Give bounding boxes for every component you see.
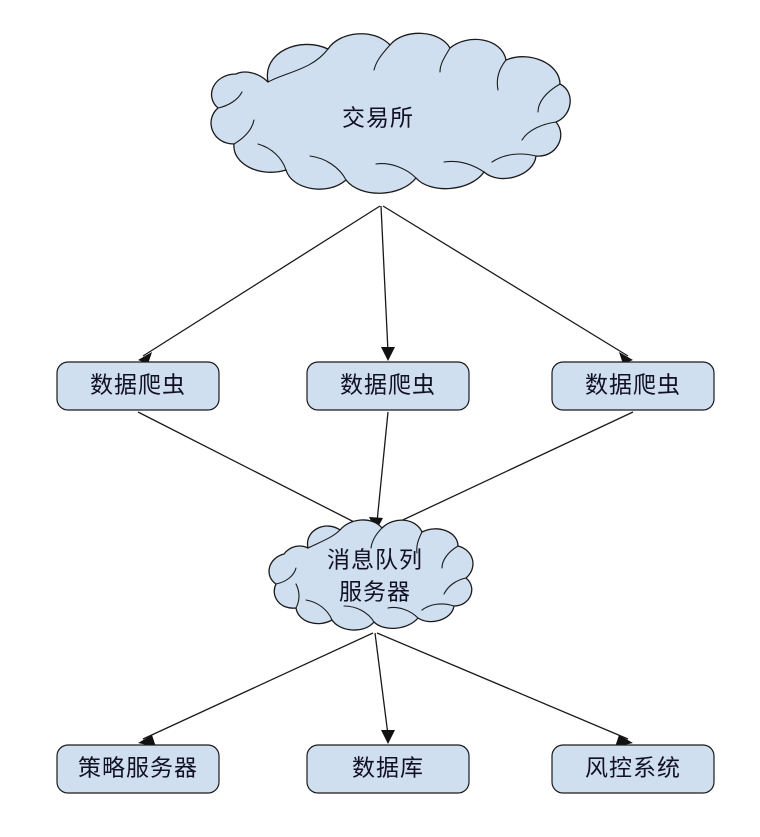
edge-crawler-right-to-mq (384, 411, 634, 535)
edge-crawler-center-to-mq (369, 411, 389, 531)
edge-mq-to-database (374, 632, 395, 744)
node-label-mq-server-line1: 消息队列 (327, 547, 423, 572)
edge-mq-to-strategy-server (138, 632, 374, 747)
node-label-crawler-left: 数据爬虫 (90, 372, 186, 397)
edge-exchange-to-crawler-center (380, 205, 395, 361)
node-crawler-left[interactable]: 数据爬虫 (56, 361, 220, 411)
edge-crawler-left-to-mq (137, 411, 368, 535)
node-label-crawler-center: 数据爬虫 (340, 372, 436, 397)
node-exchange[interactable]: 交易所 (210, 32, 571, 194)
edge-group (137, 205, 634, 747)
node-label-mq-server-line2: 服务器 (339, 579, 411, 604)
edge-exchange-to-crawler-left (138, 205, 381, 364)
node-strategy-server[interactable]: 策略服务器 (56, 744, 220, 794)
node-label-crawler-right: 数据爬虫 (585, 372, 681, 397)
node-risk-control[interactable]: 风控系统 (551, 744, 715, 794)
node-mq-server[interactable]: 消息队列 服务器 (268, 519, 474, 631)
node-label-database: 数据库 (352, 755, 424, 780)
node-label-risk-control: 风控系统 (585, 755, 681, 780)
node-crawler-center[interactable]: 数据爬虫 (306, 361, 470, 411)
edge-mq-to-risk-control (376, 632, 633, 747)
node-label-exchange: 交易所 (342, 105, 414, 130)
node-database[interactable]: 数据库 (306, 744, 470, 794)
node-label-strategy-server: 策略服务器 (78, 755, 198, 780)
edge-exchange-to-crawler-right (382, 205, 633, 364)
node-crawler-right[interactable]: 数据爬虫 (551, 361, 715, 411)
